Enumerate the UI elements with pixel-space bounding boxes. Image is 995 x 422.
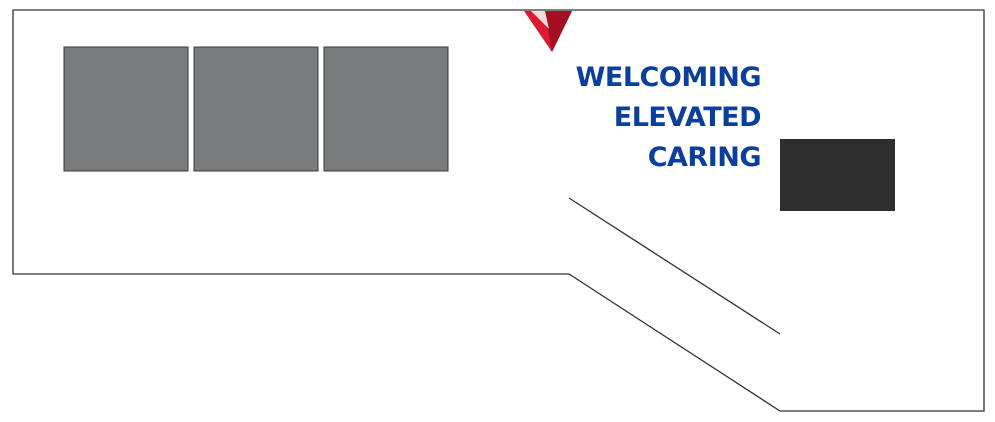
tagline-line-3: CARING — [647, 142, 762, 173]
tagline-line-2: ELEVATED — [613, 102, 762, 133]
tagline-block: WELCOMING ELEVATED CARING — [575, 58, 762, 178]
tagline-line-1: WELCOMING — [575, 62, 762, 93]
wall-outline — [12, 9, 985, 412]
dark-display-block — [780, 139, 895, 211]
panel — [323, 46, 449, 172]
delta-widget-logo-icon — [524, 11, 572, 52]
panel-group — [63, 46, 449, 172]
panel — [193, 46, 319, 172]
diagonal-line — [568, 197, 781, 335]
panel — [63, 46, 189, 172]
